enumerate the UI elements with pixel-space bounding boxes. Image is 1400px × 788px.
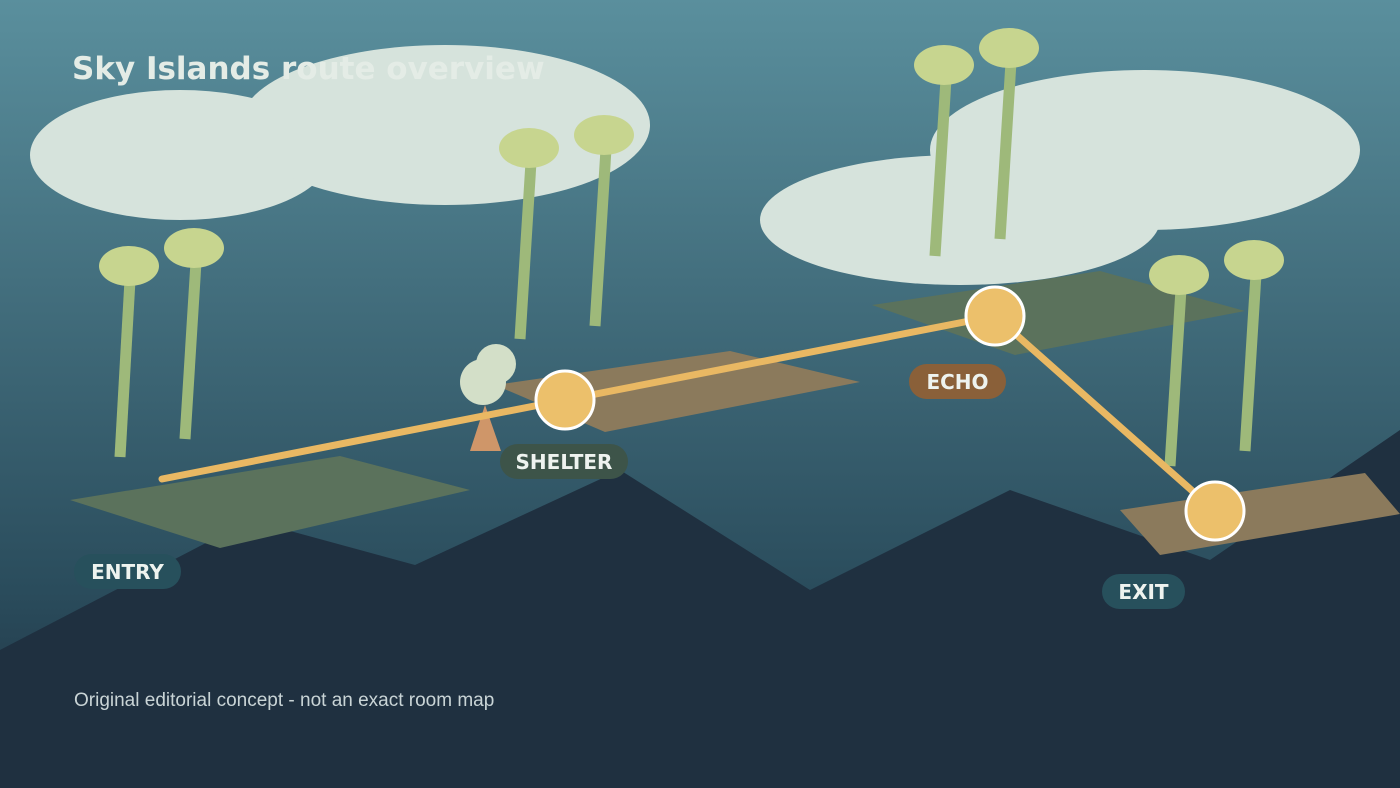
label-exit[interactable]: EXIT (1102, 574, 1185, 609)
tree-top-icon (99, 246, 159, 286)
tree-trunk (1164, 288, 1187, 467)
label-pill (74, 554, 181, 589)
cloud-right (760, 70, 1360, 285)
label-text: ENTRY (91, 560, 164, 584)
label-entry[interactable]: ENTRY (74, 554, 181, 589)
tree-top-icon (914, 45, 974, 85)
platform-exit (1120, 473, 1400, 555)
tree-trunk (179, 261, 202, 440)
tree-top-icon (574, 115, 634, 155)
footer-note: Original editorial concept - not an exac… (74, 690, 494, 711)
route-path (158, 312, 1219, 515)
tree-top-icon (1224, 240, 1284, 280)
bush-icon (460, 359, 506, 405)
label-text: SHELTER (516, 450, 613, 474)
tree-trunk (114, 279, 136, 458)
node-exit[interactable] (1184, 480, 1246, 542)
tree-group-shelter (499, 115, 634, 340)
tree-top-icon (979, 28, 1039, 68)
spike-hazard-icon (470, 405, 501, 451)
label-pill (500, 444, 628, 479)
tree-trunk (1239, 273, 1262, 452)
tree-trunk (929, 78, 952, 257)
label-text: ECHO (926, 370, 988, 394)
label-shelter[interactable]: SHELTER (500, 444, 628, 479)
tree-trunk (589, 148, 612, 327)
tree-top-icon (1149, 255, 1209, 295)
label-text: EXIT (1118, 580, 1169, 604)
tree-trunk (514, 161, 537, 340)
platform-echo (872, 271, 1245, 355)
tree-group-echo (914, 28, 1039, 257)
node-echo[interactable] (964, 285, 1026, 347)
tree-top-icon (164, 228, 224, 268)
label-pill (909, 364, 1006, 399)
node-shelter[interactable] (534, 369, 596, 431)
tree-trunk (994, 61, 1017, 240)
label-echo[interactable]: ECHO (909, 364, 1006, 399)
cloud-left (30, 45, 650, 220)
label-pill (1102, 574, 1185, 609)
tree-group-exit (1149, 240, 1284, 467)
mountain-range (0, 430, 1400, 788)
tree-group-entry (99, 228, 224, 458)
platform-entry (70, 456, 470, 548)
page-title: Sky Islands route overview (72, 51, 545, 87)
tree-top-icon (499, 128, 559, 168)
